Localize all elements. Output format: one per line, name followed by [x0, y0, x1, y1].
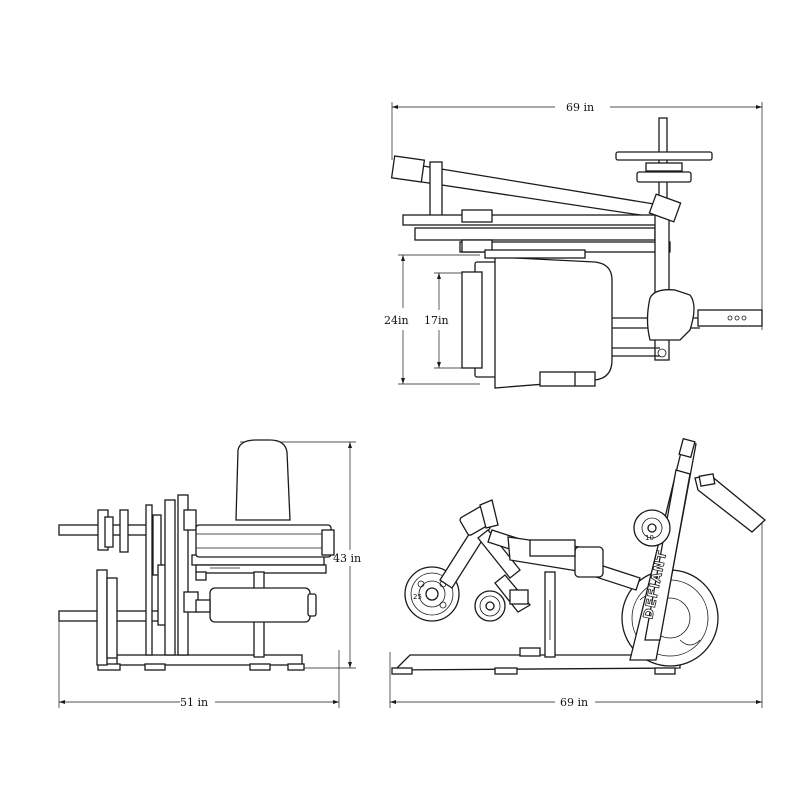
- front-height-label: 43 in: [333, 552, 361, 565]
- top-depth-dimension: 24in 17in: [384, 254, 480, 385]
- top-depth-outer-label: 24in: [384, 314, 409, 327]
- top-frame: [402, 193, 700, 361]
- side-width-dimension: 69 in: [389, 520, 763, 709]
- top-view: 69 in 24in 17in: [384, 101, 763, 389]
- right-plate-number: 10: [645, 534, 654, 542]
- side-view: 69 in 25: [389, 437, 766, 709]
- side-base: [391, 571, 681, 675]
- side-pad-beam: [487, 529, 641, 591]
- side-small-plate: [474, 590, 506, 622]
- side-lever-arm: [439, 499, 531, 613]
- front-view: 51 in 43 in: [58, 439, 361, 709]
- top-depth-inner-label: 17in: [424, 314, 449, 327]
- front-roller-pad: [195, 587, 317, 623]
- side-upright: 10 DEFIANT: [629, 437, 766, 661]
- top-plate-horn: [615, 117, 713, 199]
- top-lever: [390, 155, 661, 223]
- top-thigh-pad: [461, 249, 613, 389]
- top-width-dimension: 69 in: [391, 101, 763, 330]
- left-plate-number: 25: [413, 593, 422, 601]
- side-width-label: 69 in: [560, 696, 588, 709]
- front-plates: [58, 504, 167, 666]
- top-seat-pad: [646, 289, 695, 358]
- front-base: [97, 654, 305, 671]
- front-width-label: 51 in: [180, 696, 208, 709]
- front-seat: [195, 439, 335, 558]
- front-width-dimension: 51 in: [58, 612, 340, 709]
- top-rear-bar: [697, 309, 763, 327]
- top-width-label: 69 in: [566, 101, 594, 114]
